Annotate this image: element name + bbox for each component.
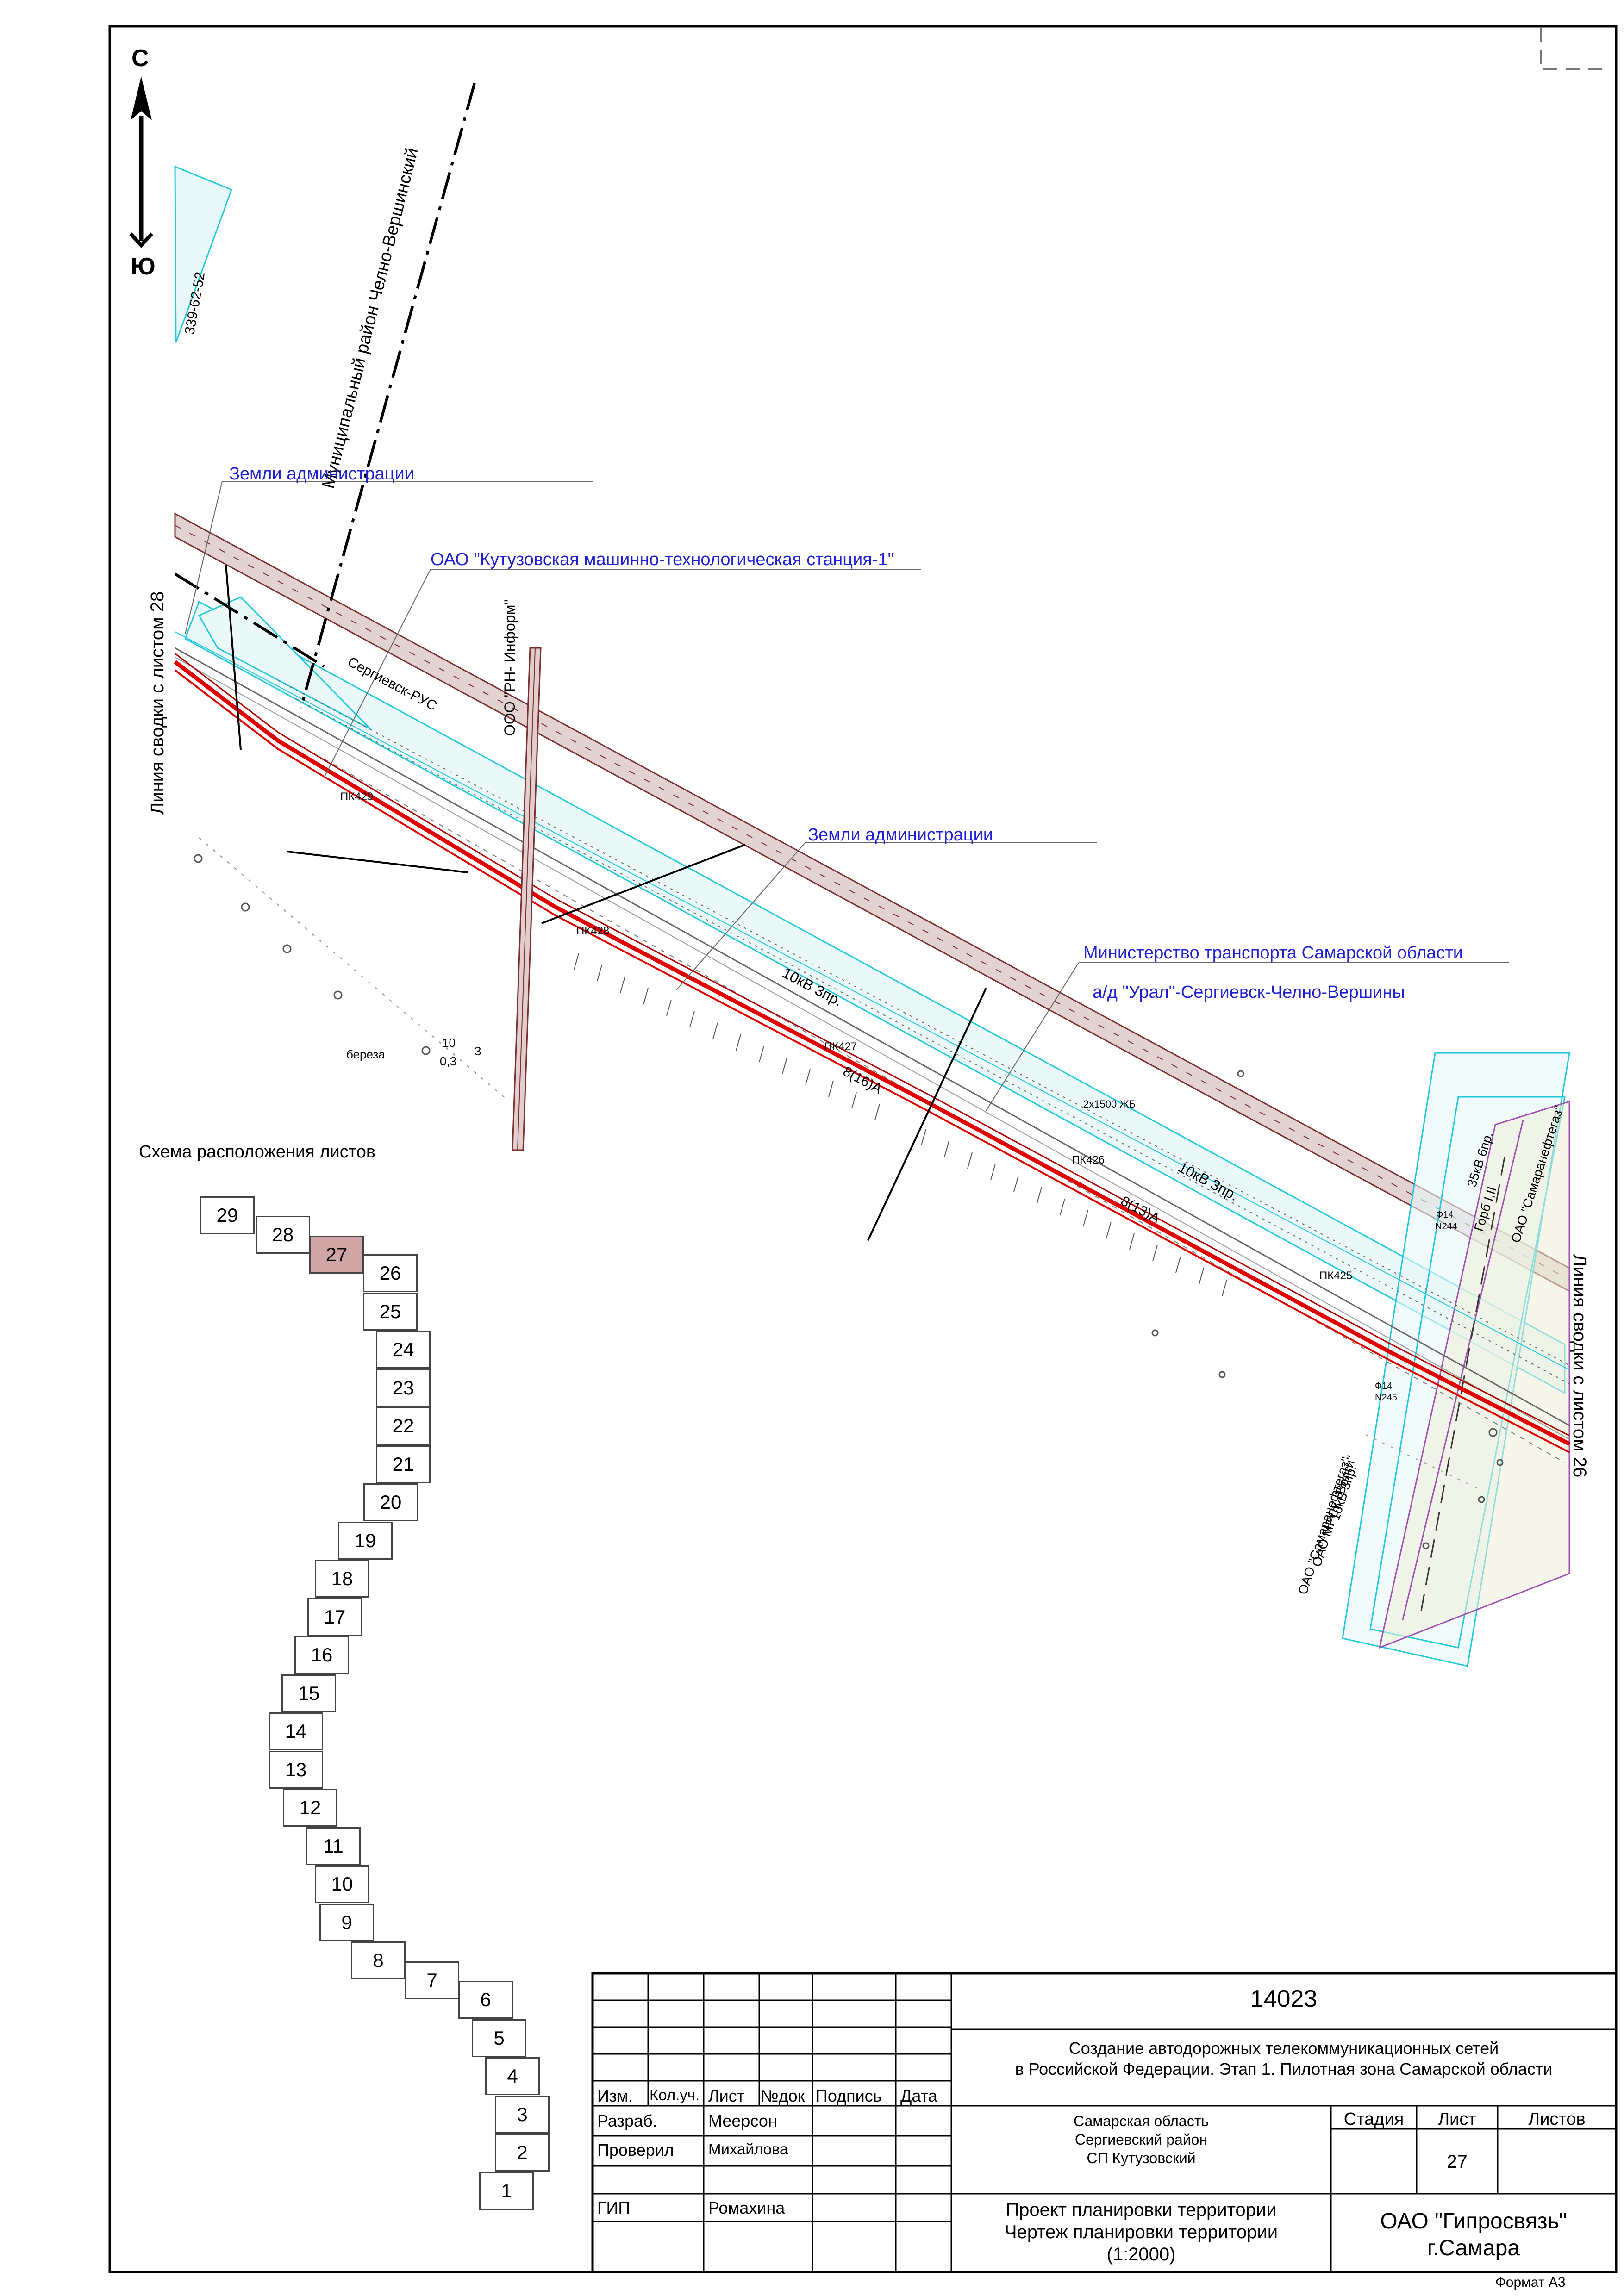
scheme-sheet-21: 21 <box>376 1445 431 1483</box>
role-gip: ГИП <box>597 2198 631 2217</box>
col-header-izm: Изм. <box>597 2086 633 2105</box>
scheme-sheet-3: 3 <box>495 2096 550 2134</box>
scheme-sheet-9: 9 <box>319 1904 374 1941</box>
kutuzov-station-label: ОАО "Кутузовская машинно-технологическая… <box>431 550 894 569</box>
scheme-sheet-19: 19 <box>338 1522 393 1560</box>
pk429-label: ПК429 <box>340 790 374 803</box>
embankment-ticks <box>574 953 1227 1296</box>
name-developer: Меерсон <box>708 2111 777 2130</box>
tree-name: береза <box>346 1047 385 1061</box>
col-header-signature: Подпись <box>816 2086 882 2105</box>
sheet-number: 27 <box>1447 2152 1468 2172</box>
district-boundary <box>300 83 476 709</box>
f14-label-2: Ф14 <box>1375 1381 1393 1391</box>
scheme-sheet-29: 29 <box>200 1196 255 1234</box>
tree-height: 10 <box>442 1036 456 1050</box>
lands-admin-label-mid: Земли администрации <box>808 825 993 845</box>
scheme-sheet-2: 2 <box>495 2134 550 2172</box>
sheets-label: Листов <box>1528 2109 1586 2129</box>
pk425-label: ПК425 <box>1319 1269 1353 1282</box>
name-checker: Михайлова <box>708 2140 788 2158</box>
tree-diameter: 0,3 <box>440 1054 457 1068</box>
scheme-sheet-16: 16 <box>294 1636 349 1674</box>
scheme-sheet-4: 4 <box>485 2057 540 2095</box>
location-line-2: Сергиевский район <box>1074 2131 1208 2148</box>
scheme-sheet-10: 10 <box>315 1865 369 1903</box>
crossing-parcel-2 <box>1369 1096 1566 1649</box>
org-name: ОАО "Гипросвязь" <box>1380 2209 1567 2234</box>
scheme-sheet-23: 23 <box>376 1369 431 1407</box>
col-header-ndok: №док <box>761 2086 805 2105</box>
road-label: а/д "Урал"-Сергиевск-Челно-Вершины <box>1093 983 1405 1002</box>
scheme-sheet-24: 24 <box>376 1331 431 1369</box>
tree-count: 3 <box>475 1044 481 1058</box>
location-line-3: СП Кутузовский <box>1087 2150 1196 2166</box>
role-checker: Проверил <box>597 2140 674 2159</box>
scheme-sheet-27: 27 <box>309 1236 364 1274</box>
pk428-label: ПК428 <box>576 925 610 937</box>
scheme-sheet-8: 8 <box>351 1941 406 1979</box>
crossing-parcel-3 <box>1378 1100 1570 1649</box>
col-header-list: Лист <box>708 2086 745 2105</box>
stage-label: Стадия <box>1343 2109 1404 2129</box>
north-arrow-icon <box>129 76 153 248</box>
scheme-sheet-17: 17 <box>307 1598 362 1636</box>
location-line-1: Самарская область <box>1073 2113 1209 2129</box>
culvert-label: 2x1500 ЖБ <box>1083 1098 1136 1110</box>
org-city: г.Самара <box>1427 2236 1520 2260</box>
col-header-date: Дата <box>900 2086 937 2105</box>
scheme-sheet-14: 14 <box>269 1712 323 1750</box>
scheme-sheet-12: 12 <box>283 1789 337 1827</box>
pk427-label: ПК427 <box>824 1040 857 1053</box>
sheet-label: Лист <box>1438 2109 1476 2129</box>
project-title-line-1: Создание автодорожных телекоммуникационн… <box>1068 2039 1499 2058</box>
name-gip: Ромахина <box>708 2198 785 2217</box>
parcel-fragment <box>174 165 232 343</box>
ministry-label: Министерство транспорта Самарской област… <box>1083 943 1463 963</box>
scheme-sheet-28: 28 <box>256 1216 310 1254</box>
drawing-title-line-1: Проект планировки территории <box>1006 2200 1277 2220</box>
scheme-sheet-15: 15 <box>281 1674 336 1712</box>
scheme-sheet-7: 7 <box>405 1961 459 1999</box>
scheme-sheet-20: 20 <box>363 1483 418 1521</box>
scheme-sheet-25: 25 <box>363 1293 418 1331</box>
map-symbols <box>194 854 1504 1549</box>
section-lines <box>225 564 987 1241</box>
col-header-kol: Кол.уч. <box>650 2086 700 2103</box>
scheme-title: Схема расположения листов <box>139 1142 376 1162</box>
project-number: 14023 <box>1250 1985 1318 2012</box>
scheme-sheet-13: 13 <box>269 1751 323 1789</box>
scheme-sheet-26: 26 <box>363 1254 418 1292</box>
drawing-title-line-2: Чертеж планировки территории <box>1004 2222 1278 2242</box>
scheme-sheet-6: 6 <box>458 1981 513 2019</box>
project-title-line-2: в Российской Федерации. Этап 1. Пилотная… <box>1015 2060 1553 2078</box>
corner-mark <box>1540 28 1605 70</box>
south-letter: Ю <box>131 253 156 280</box>
drawing-scale: (1:2000) <box>1106 2244 1176 2265</box>
f14-label-1: Ф14 <box>1436 1210 1454 1220</box>
cable-route <box>174 660 1571 1446</box>
lands-admin-label-top: Земли администрации <box>229 464 414 484</box>
pk426-label: ПК426 <box>1072 1154 1105 1166</box>
scheme-sheet-22: 22 <box>376 1407 431 1445</box>
role-developer: Разраб. <box>597 2111 657 2130</box>
n245-label: N245 <box>1375 1393 1397 1403</box>
format-label: Формат А3 <box>1495 2275 1566 2290</box>
scheme-sheet-18: 18 <box>315 1560 369 1598</box>
power-line <box>277 680 1570 1366</box>
n244-label: N244 <box>1435 1221 1457 1232</box>
callout-leaders <box>185 481 1509 1111</box>
north-letter: С <box>131 45 149 72</box>
scheme-sheet-5: 5 <box>472 2019 526 2057</box>
scheme-sheet-1: 1 <box>479 2172 534 2210</box>
scheme-sheet-11: 11 <box>306 1827 361 1865</box>
